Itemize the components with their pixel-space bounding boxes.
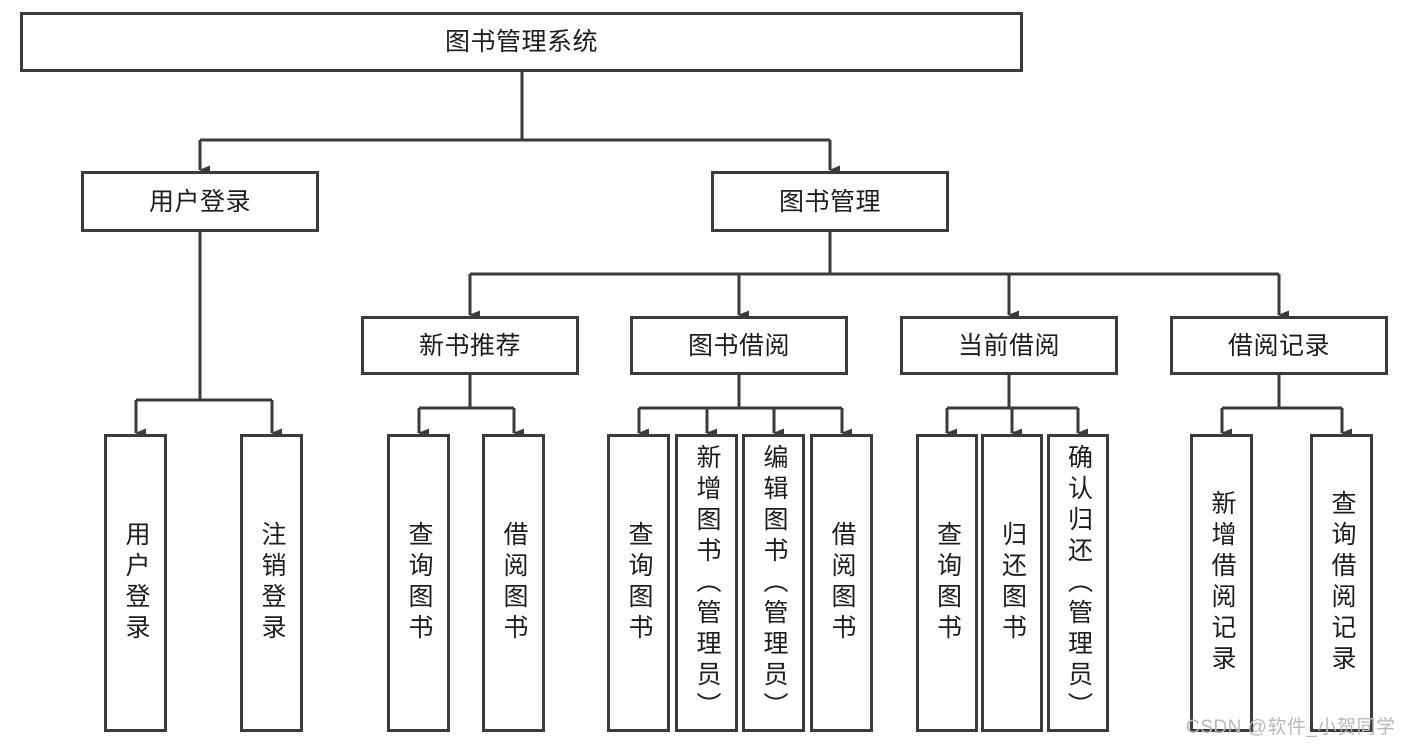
node-label-leaf-user-login: 用户登录 [122, 521, 150, 645]
node-leaf-return-book[interactable]: 归还图书 [981, 434, 1043, 732]
watermark-label: CSDN @软件_小贺同学 [1186, 717, 1396, 738]
node-label-leaf-add-record: 新增借阅记录 [1208, 490, 1236, 676]
node-label-leaf-query-book-1: 查询图书 [405, 521, 433, 645]
node-borrow-record[interactable]: 借阅记录 [1170, 316, 1388, 375]
node-leaf-borrow-book-1[interactable]: 借阅图书 [482, 434, 545, 732]
node-leaf-borrow-book-2[interactable]: 借阅图书 [810, 434, 873, 732]
node-label-current-borrow: 当前借阅 [957, 331, 1060, 360]
node-book-manage[interactable]: 图书管理 [711, 171, 949, 232]
node-new-book-rec[interactable]: 新书推荐 [361, 316, 579, 375]
node-leaf-edit-book[interactable]: 编辑图书（管理员） [742, 434, 805, 732]
node-label-leaf-logout: 注销登录 [258, 521, 286, 645]
node-label-leaf-edit-book: 编辑图书（管理员） [760, 443, 788, 723]
node-label-leaf-query-book-2: 查询图书 [625, 521, 653, 645]
node-book-borrow[interactable]: 图书借阅 [630, 316, 848, 375]
node-label-borrow-record: 借阅记录 [1227, 331, 1330, 360]
node-leaf-query-book-2[interactable]: 查询图书 [607, 434, 670, 732]
node-label-leaf-borrow-book-2: 借阅图书 [828, 521, 856, 645]
node-label-new-book-rec: 新书推荐 [418, 331, 521, 360]
node-leaf-confirm-return[interactable]: 确认归还（管理员） [1047, 434, 1109, 732]
node-leaf-add-book[interactable]: 新增图书（管理员） [675, 434, 738, 732]
node-label-book-manage: 图书管理 [778, 187, 881, 216]
node-leaf-query-book-3[interactable]: 查询图书 [916, 434, 978, 732]
node-current-borrow[interactable]: 当前借阅 [900, 316, 1118, 375]
node-label-user-login: 用户登录 [148, 187, 251, 216]
node-label-leaf-confirm-return: 确认归还（管理员） [1064, 443, 1093, 723]
node-label-root: 图书管理系统 [444, 28, 598, 56]
node-label-book-borrow: 图书借阅 [687, 331, 790, 360]
node-root[interactable]: 图书管理系统 [20, 12, 1023, 72]
node-user-login[interactable]: 用户登录 [81, 171, 319, 232]
node-label-leaf-borrow-book-1: 借阅图书 [500, 521, 528, 645]
node-leaf-logout[interactable]: 注销登录 [240, 434, 303, 732]
node-label-leaf-return-book: 归还图书 [998, 521, 1027, 645]
node-leaf-query-book-1[interactable]: 查询图书 [387, 434, 450, 732]
node-leaf-user-login[interactable]: 用户登录 [104, 434, 167, 732]
node-label-leaf-query-record: 查询借阅记录 [1328, 490, 1356, 676]
node-label-leaf-query-book-3: 查询图书 [933, 521, 962, 645]
node-leaf-query-record[interactable]: 查询借阅记录 [1310, 434, 1373, 732]
node-label-leaf-add-book: 新增图书（管理员） [693, 443, 721, 723]
node-leaf-add-record[interactable]: 新增借阅记录 [1190, 434, 1253, 732]
